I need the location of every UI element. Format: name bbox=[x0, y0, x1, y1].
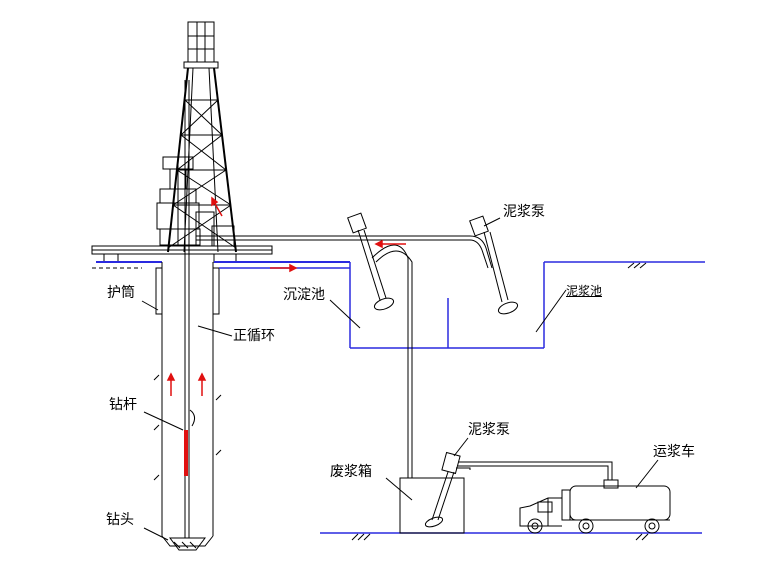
label-mud-pump-bottom: 泥浆泵 bbox=[468, 422, 510, 438]
label-mud-pool: 泥浆池 bbox=[566, 284, 603, 298]
label-waste-slurry-box: 废浆箱 bbox=[330, 464, 372, 480]
lower-ground-hatch bbox=[351, 533, 649, 541]
supply-pipe bbox=[196, 235, 493, 269]
slurry-truck bbox=[519, 485, 671, 534]
label-slurry-truck: 运浆车 bbox=[653, 444, 695, 460]
leader-lines bbox=[141, 217, 659, 541]
label-sedimentation-tank: 沉淀池 bbox=[283, 287, 325, 303]
flow-arrows bbox=[166, 196, 406, 476]
label-mud-pump-top: 泥浆泵 bbox=[503, 204, 545, 220]
waste-pipe bbox=[371, 244, 413, 478]
label-casing: 护筒 bbox=[107, 285, 135, 301]
ground-line bbox=[92, 261, 705, 269]
drilling-platform bbox=[91, 245, 273, 263]
rotary-machinery bbox=[156, 156, 235, 247]
return-curl bbox=[189, 409, 196, 427]
label-drill-rod: 钻杆 bbox=[109, 397, 137, 413]
truck-pipe bbox=[458, 461, 619, 489]
label-drill-bit: 钻头 bbox=[106, 512, 134, 528]
mud-pump-top bbox=[469, 215, 519, 315]
mud-pump-bottom bbox=[424, 451, 471, 528]
waste-slurry-box bbox=[399, 477, 465, 534]
label-positive-circulation: 正循环 bbox=[233, 328, 275, 344]
drill-rod bbox=[169, 80, 206, 551]
borehole bbox=[153, 262, 222, 547]
sediment-pump bbox=[347, 212, 395, 311]
tank-pools bbox=[350, 262, 545, 349]
